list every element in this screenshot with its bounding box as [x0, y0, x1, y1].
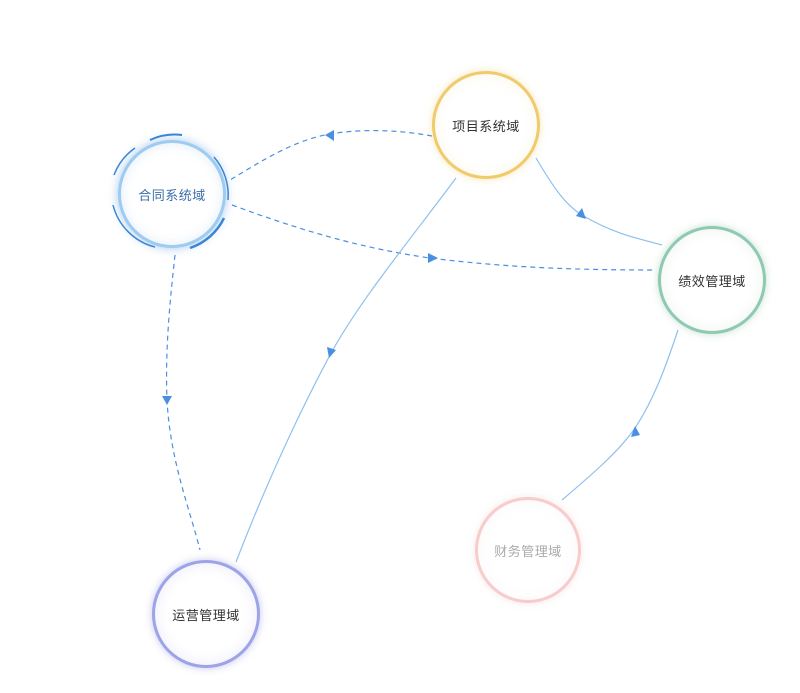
node-performance-label: 绩效管理域: [678, 274, 746, 290]
node-project-label: 项目系统域: [452, 119, 520, 135]
node-finance-label: 财务管理域: [494, 544, 562, 560]
edge-finance-performance: [561, 329, 679, 501]
node-contract-label: 合同系统域: [138, 188, 206, 204]
node-operations[interactable]: 运营管理域: [152, 560, 260, 668]
edge-contract-performance: [231, 204, 657, 271]
contract-ring-decoration: [112, 133, 229, 250]
edge-project-contract: [229, 129, 433, 181]
edge-project-operations: [235, 177, 457, 563]
node-contract[interactable]: 合同系统域: [118, 140, 226, 248]
edge-arrow-contract-performance: [428, 253, 438, 263]
edge-arrow-project-contract: [325, 130, 334, 141]
edge-contract-operations: [165, 254, 201, 551]
edge-arrow-contract-operations: [162, 396, 172, 405]
node-project[interactable]: 项目系统域: [432, 71, 540, 179]
edge-arrow-project-performance: [576, 208, 586, 219]
edge-project-performance: [535, 157, 663, 246]
edge-arrow-project-operations: [327, 347, 336, 358]
node-operations-label: 运营管理域: [172, 608, 240, 624]
edge-arrow-finance-performance: [631, 426, 640, 437]
node-finance[interactable]: 财务管理域: [475, 497, 581, 603]
node-performance[interactable]: 绩效管理域: [658, 226, 766, 334]
